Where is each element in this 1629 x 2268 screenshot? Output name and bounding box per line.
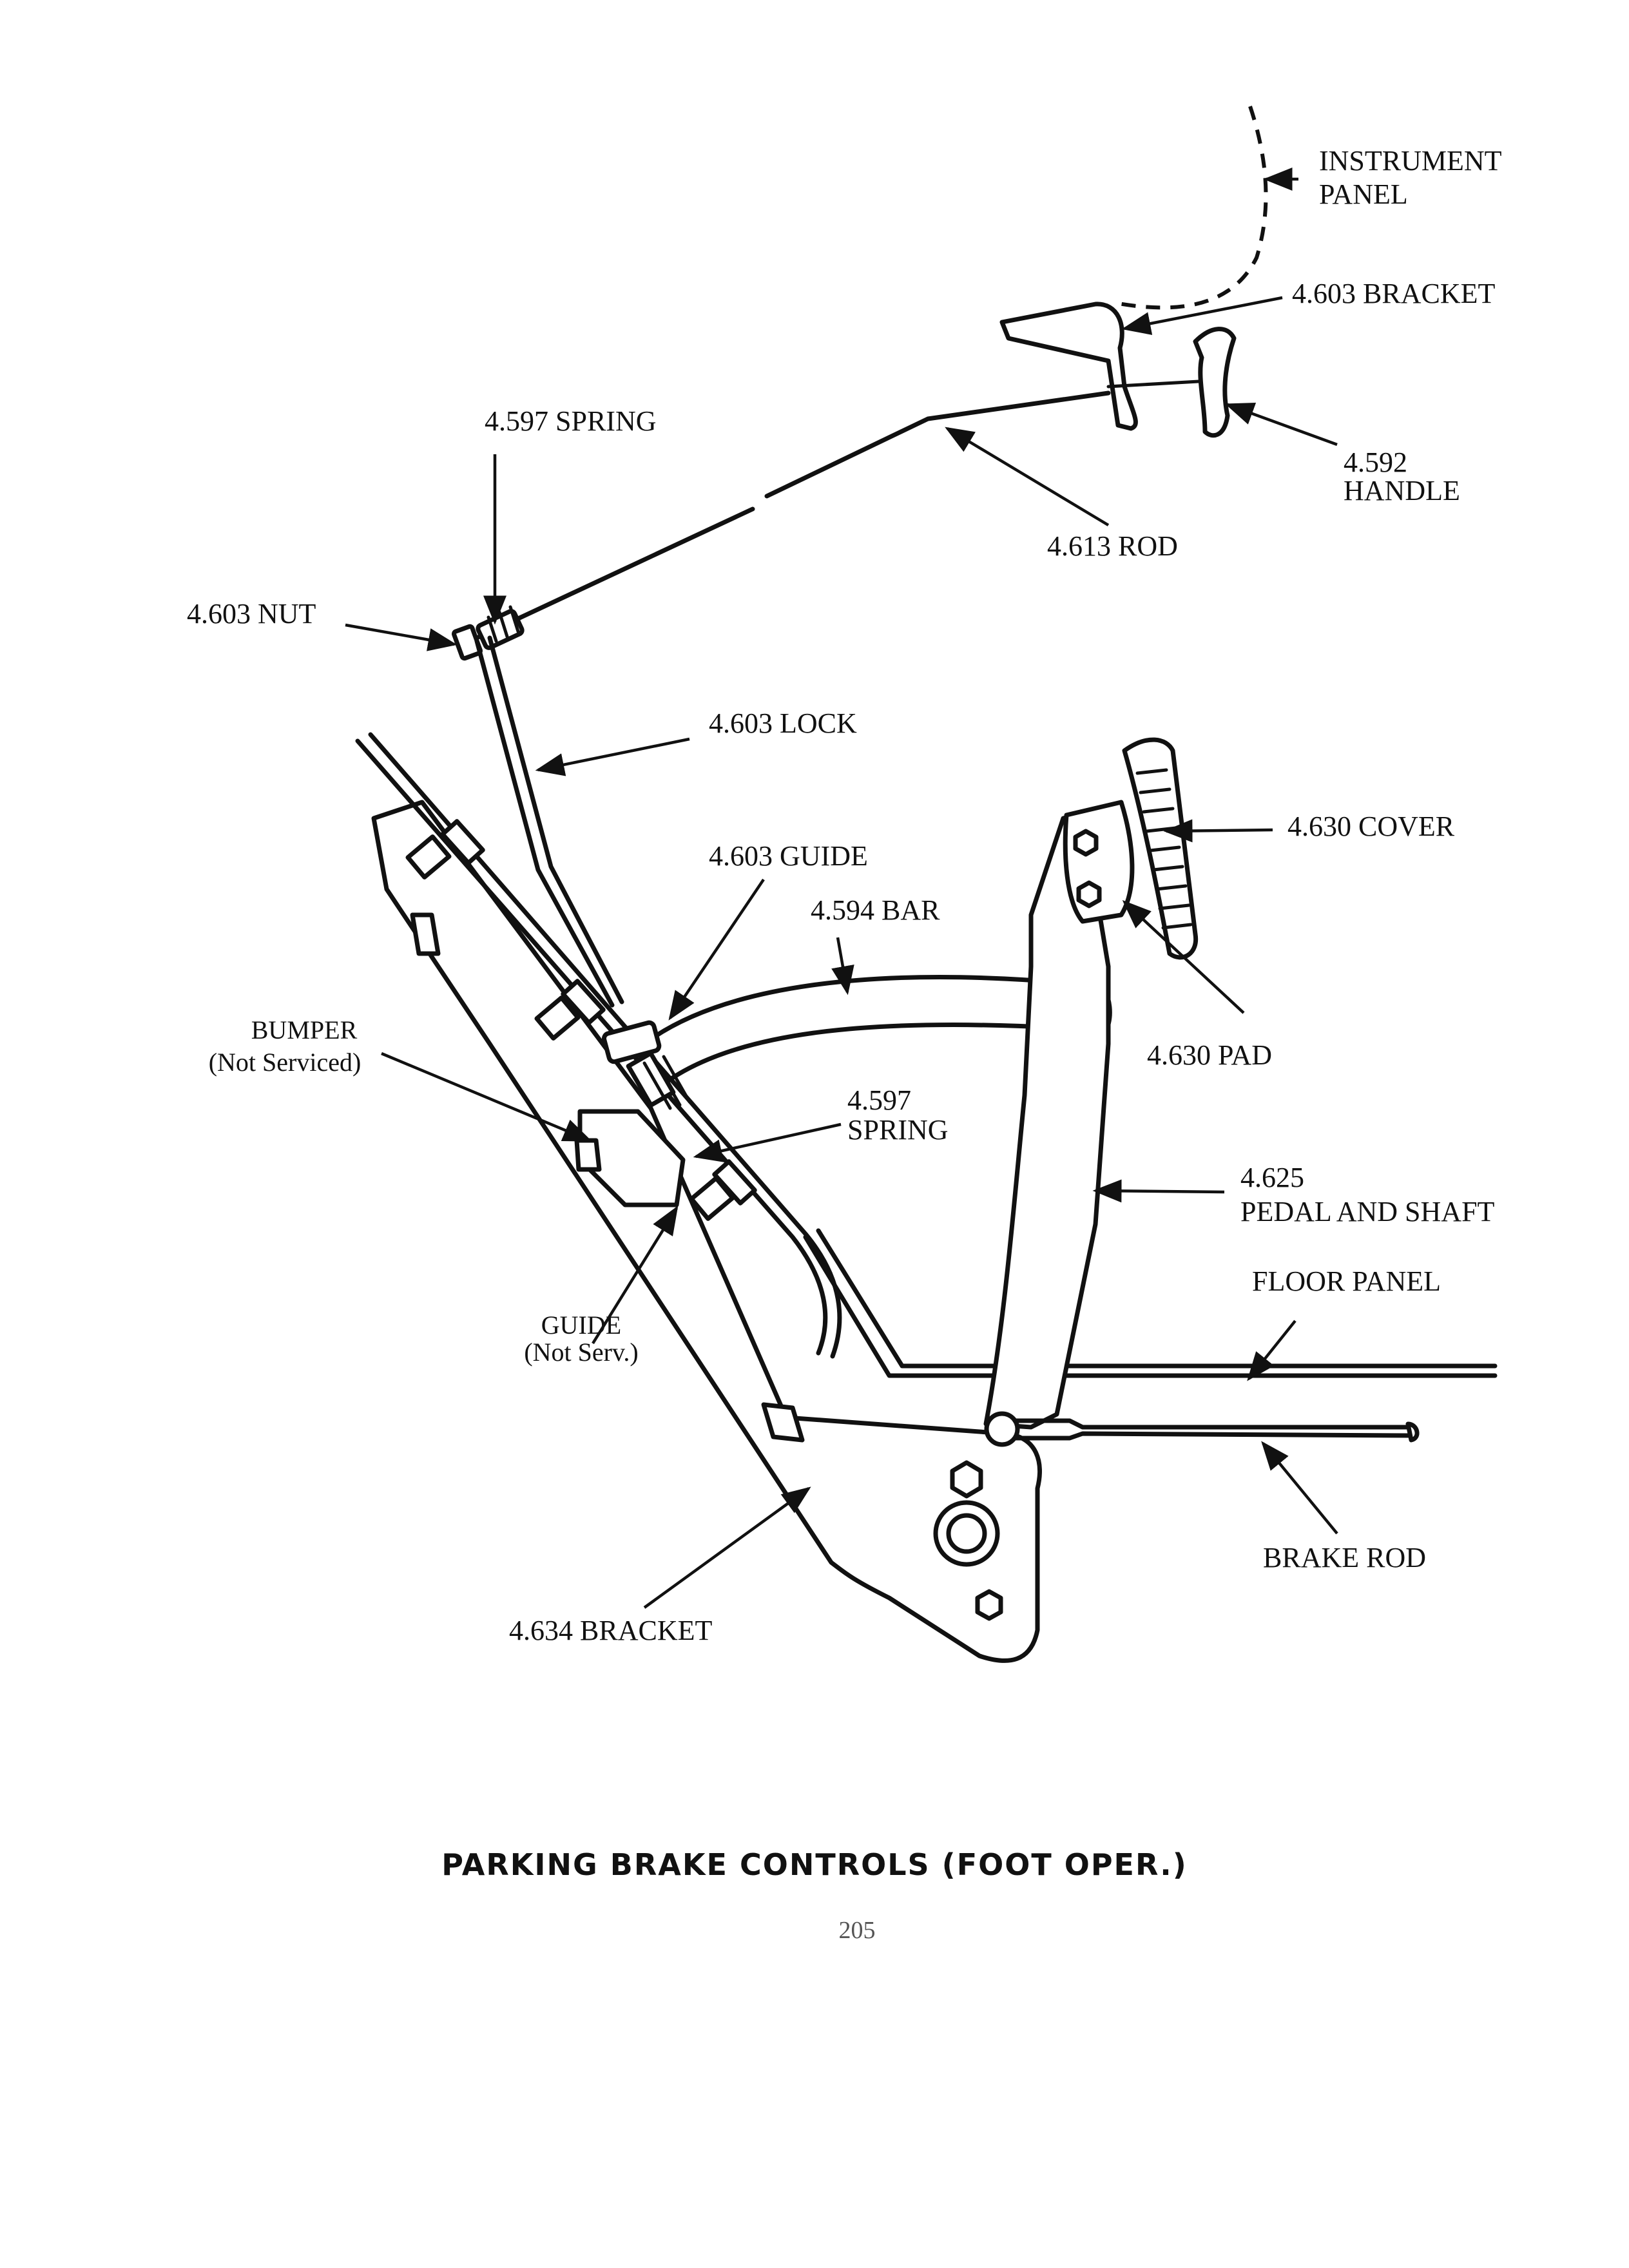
- bracket-bolts: [405, 819, 757, 1221]
- label-nut-4603: 4.603 NUT: [187, 598, 316, 629]
- label-spring-4597-mid-number: 4.597: [847, 1084, 911, 1116]
- label-pedal-number: 4.625: [1240, 1162, 1304, 1193]
- label-cover-4630: 4.630 COVER: [1287, 811, 1455, 842]
- label-guide-4603: 4.603 GUIDE: [709, 840, 868, 872]
- steering-column-bars: [355, 732, 1498, 1378]
- label-rod-4613: 4.613 ROD: [1047, 530, 1178, 562]
- label-pedal-name: PEDAL AND SHAFT: [1240, 1196, 1495, 1227]
- brake-rod: [984, 1411, 1420, 1447]
- lock-rod: [474, 635, 624, 1008]
- label-guide-ns: GUIDE: [541, 1311, 621, 1340]
- label-bracket-4603: 4.603 BRACKET: [1292, 278, 1495, 309]
- label-guide-ns-note: (Not Serv.): [524, 1338, 638, 1367]
- page-number: 205: [839, 1917, 876, 1944]
- rod-spring-and-nut: [452, 605, 525, 661]
- label-bar-4594: 4.594 BAR: [811, 894, 940, 926]
- label-spring-4597-mid-name: SPRING: [847, 1114, 949, 1146]
- control-rod: [474, 390, 1111, 640]
- label-bumper-note: (Not Serviced): [209, 1048, 361, 1077]
- label-bumper: BUMPER: [251, 1015, 358, 1044]
- label-handle-name: HANDLE: [1344, 475, 1460, 506]
- figure-caption: PARKING BRAKE CONTROLS (FOOT OPER.): [441, 1847, 1188, 1882]
- label-handle-number: 4.592: [1344, 447, 1407, 478]
- label-brake-rod: BRAKE ROD: [1263, 1542, 1426, 1573]
- leader-lines: [345, 168, 1338, 1609]
- mounting-bracket: [371, 800, 1042, 1663]
- instrument-panel-outline: [1114, 106, 1268, 310]
- label-bracket-4634: 4.634 BRACKET: [509, 1615, 712, 1646]
- lock-guide-and-spring: [601, 1020, 691, 1110]
- bumper-block: [574, 1109, 686, 1207]
- handle-bracket: [999, 302, 1138, 431]
- label-instrument-panel-1: INSTRUMENT: [1319, 145, 1502, 177]
- label-pad-4630: 4.630 PAD: [1147, 1039, 1272, 1071]
- label-instrument-panel-2: PANEL: [1319, 178, 1408, 210]
- label-lock-4603: 4.603 LOCK: [709, 707, 857, 739]
- label-spring-4597-top: 4.597 SPRING: [485, 405, 657, 437]
- pedal-pad-cover: [1122, 737, 1199, 960]
- label-floor-panel: FLOOR PANEL: [1252, 1265, 1441, 1297]
- pedal-and-shaft: [983, 800, 1135, 1430]
